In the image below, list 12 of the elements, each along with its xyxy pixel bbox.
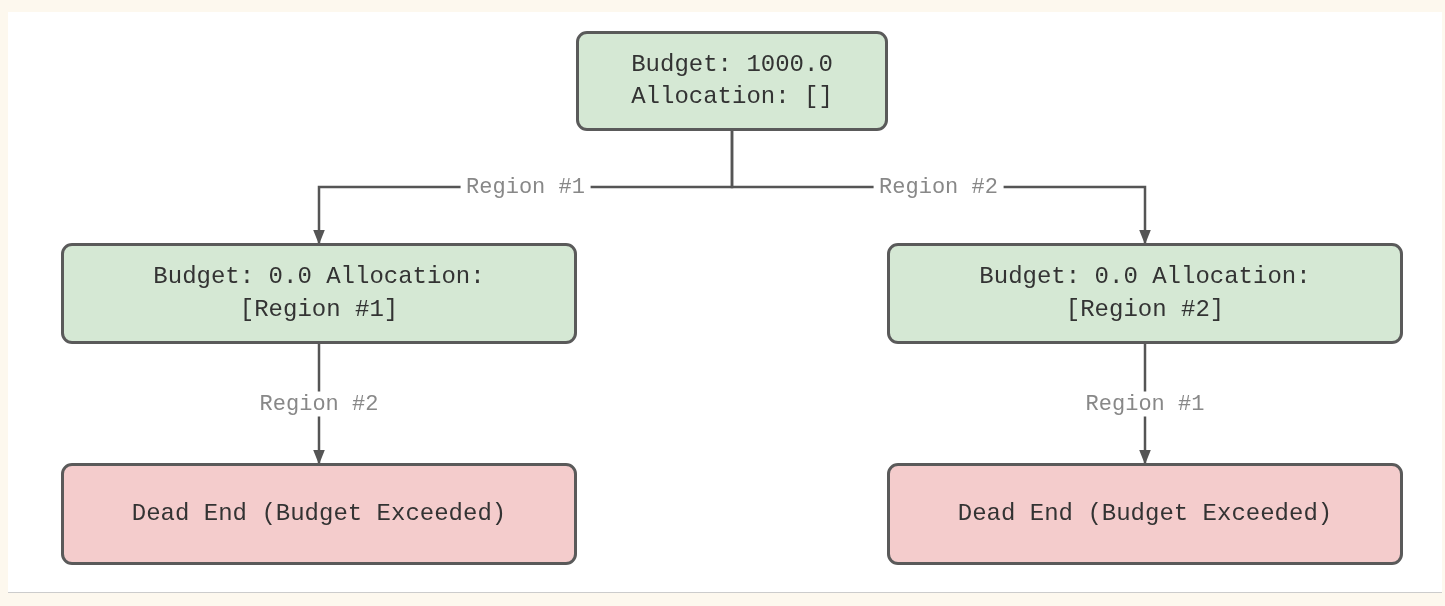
edge-label: Region #1 xyxy=(460,174,591,200)
state-text: Budget: 0.0 Allocation: [Region #2] xyxy=(978,262,1312,325)
state-text: Budget: 0.0 Allocation: [Region #1] xyxy=(152,262,486,325)
state-text: Budget: 1000.0 Allocation: [] xyxy=(630,49,834,112)
edge-label: Region #2 xyxy=(873,174,1004,200)
state-box xyxy=(887,243,1403,344)
state-box xyxy=(576,31,888,131)
dead-end-box xyxy=(61,463,577,565)
state-text: Dead End (Budget Exceeded) xyxy=(131,498,507,529)
dead-end-box xyxy=(887,463,1403,565)
state-text: Dead End (Budget Exceeded) xyxy=(957,498,1333,529)
state-box xyxy=(61,243,577,344)
